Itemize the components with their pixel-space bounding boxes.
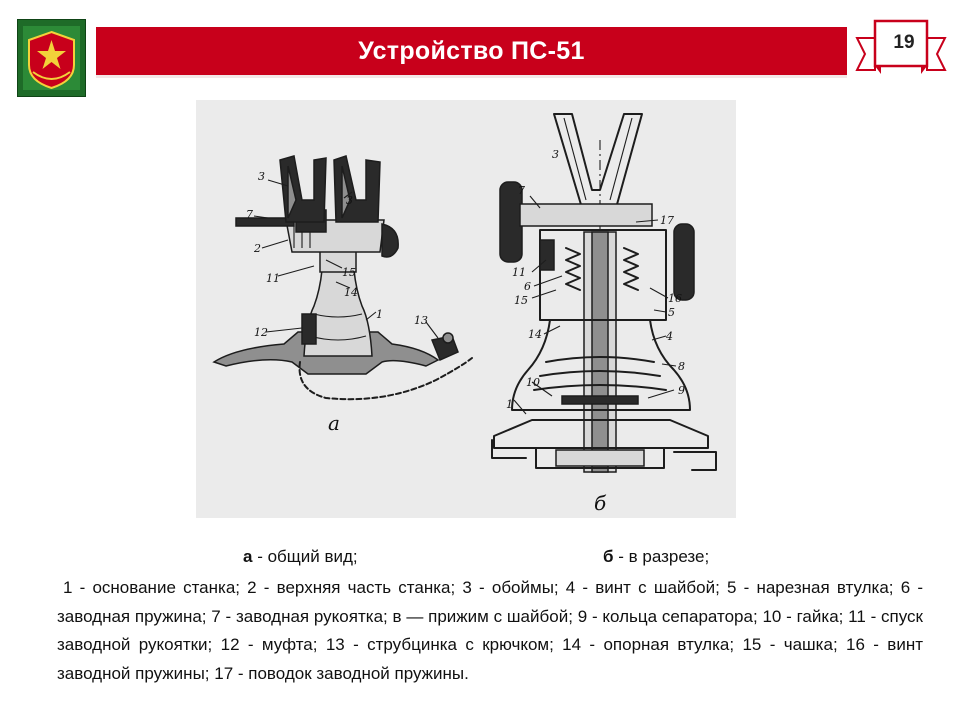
section-label-11: 11 [512,266,526,279]
panel-b-label: б [594,491,607,515]
part-label-14: 14 [344,286,358,299]
part-label-2: 2 [253,242,261,255]
section-label-6: 6 [524,280,531,293]
section-label-3: 3 [552,148,559,161]
device-drawing-svg: 3 3 7 2 11 15 14 1 12 13 а [212,113,717,515]
device-drawing: 3 3 7 2 11 15 14 1 12 13 а [196,100,736,518]
caption-key-b: б [603,547,614,566]
part-label-13: 13 [414,314,428,327]
part-label-15: 15 [342,266,356,279]
section-label-16: 16 [668,292,682,305]
title-banner: Устройство ПС-51 [96,27,847,78]
part-label-3b: 3 [346,194,353,207]
caption-key-a: а [243,547,253,566]
section-label-9: 9 [678,384,685,397]
part-label-12: 12 [254,326,268,339]
caption-text-b: - в разрезе; [613,547,710,566]
section-label-15: 15 [514,294,528,307]
part-label-3a: 3 [258,170,265,183]
section-view-drawing: 3 7 17 11 6 15 16 5 14 4 8 9 10 1 б [491,113,717,515]
part-label-1: 1 [376,308,383,321]
panel-a-label: а [328,411,340,435]
caption-section-view: б - в разрезе; [603,547,709,567]
section-label-5: 5 [668,306,675,319]
section-label-1: 1 [506,398,513,411]
emblem-icon [23,26,80,90]
part-label-11: 11 [266,272,280,285]
section-label-14: 14 [528,328,542,341]
page-number-badge: 19 [851,18,951,80]
parts-legend: 1 - основание станка; 2 - верхняя часть … [57,578,923,683]
section-label-4: 4 [665,330,673,343]
page-title: Устройство ПС-51 [358,37,585,65]
ribbon-badge-icon [855,19,947,74]
page-number: 19 [893,32,915,53]
general-view-drawing: 3 3 7 2 11 15 14 1 12 13 а [212,155,473,435]
section-label-17: 17 [660,214,674,227]
part-label-7: 7 [246,208,253,221]
section-label-7: 7 [518,184,525,197]
caption-text-a: - общий вид; [252,547,358,566]
section-label-8: 8 [678,360,685,373]
section-label-10: 10 [526,376,540,389]
emblem-logo [17,19,86,97]
caption-general-view: а - общий вид; [243,547,358,567]
